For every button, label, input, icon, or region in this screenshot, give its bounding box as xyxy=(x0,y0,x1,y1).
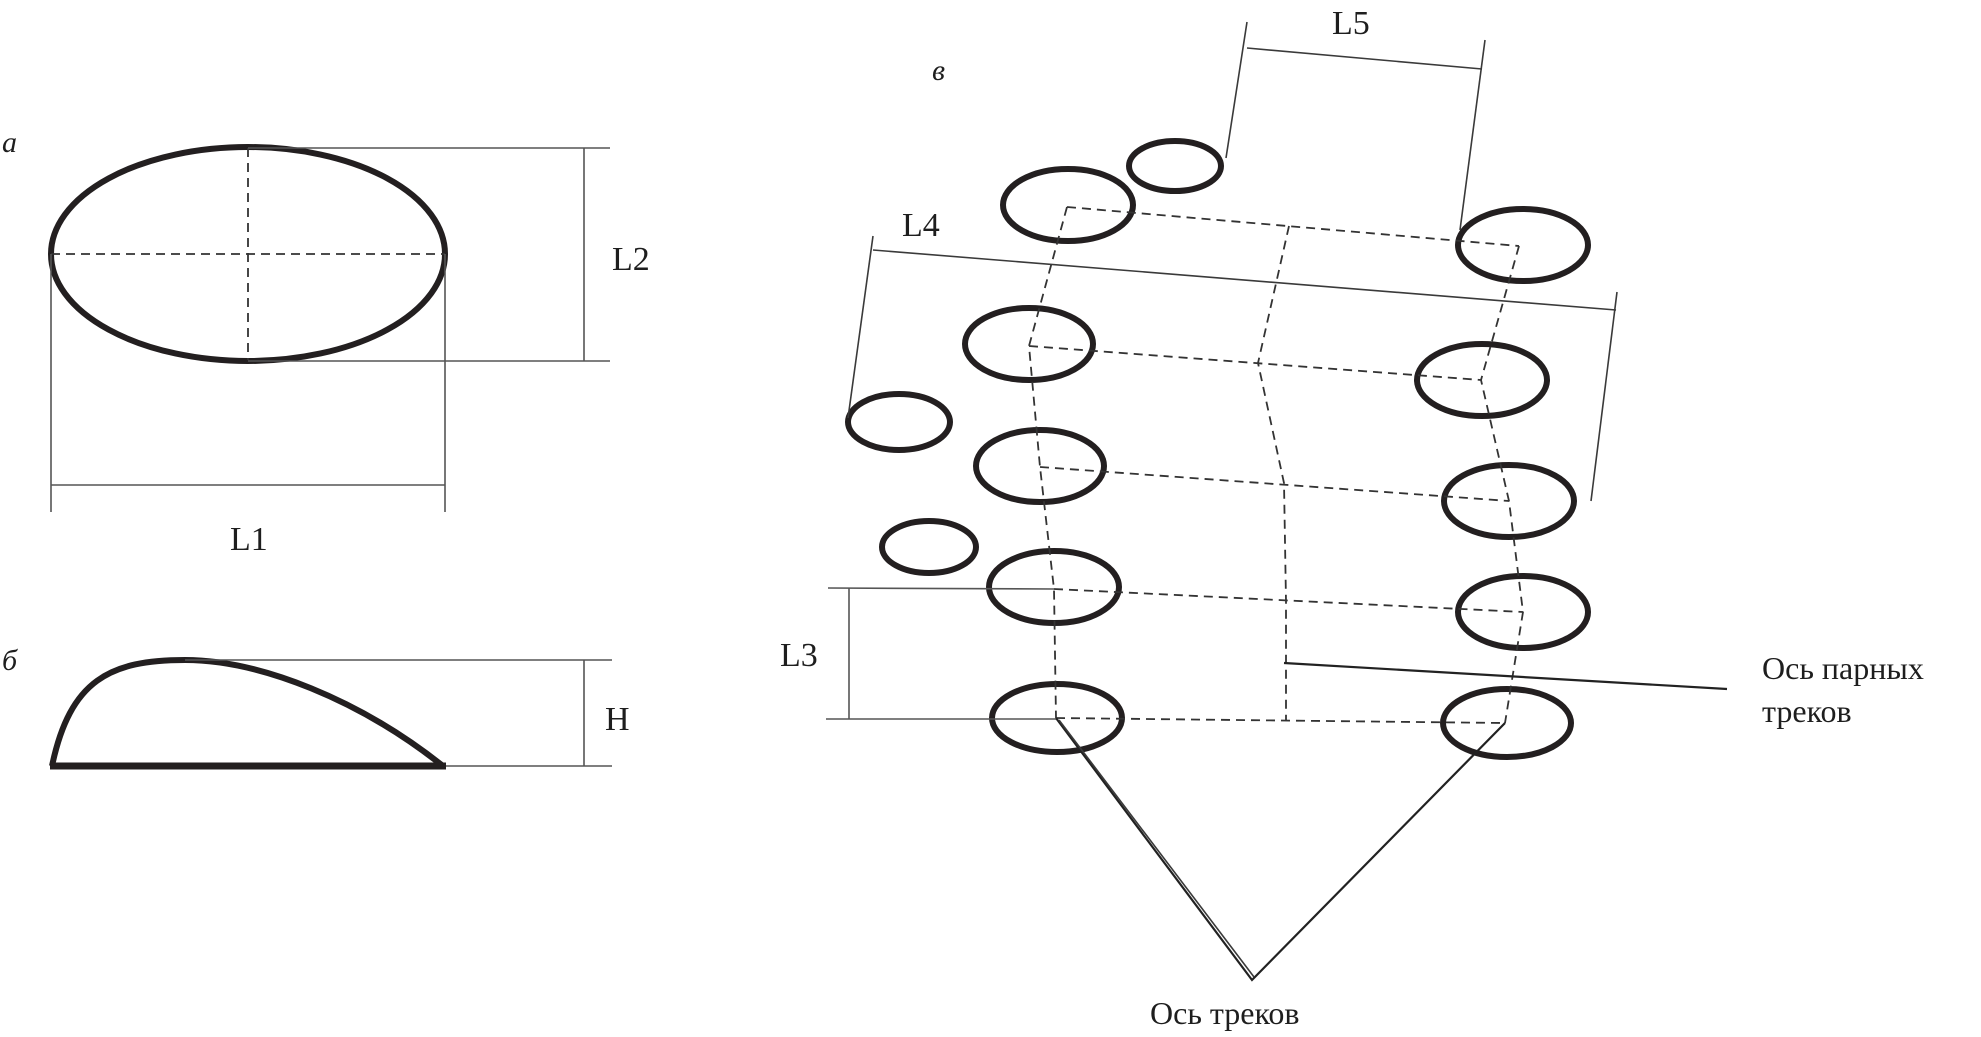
l5-extension-right xyxy=(1459,39,1486,231)
track-small-top xyxy=(1126,138,1224,194)
l5-dimension-line xyxy=(1246,47,1483,70)
track-small-mid xyxy=(845,391,953,453)
paired-axis-caption-line2: треков xyxy=(1762,693,1852,729)
l5-extension-left xyxy=(1225,21,1248,159)
l1-label: L1 xyxy=(230,521,268,558)
h-label: H xyxy=(605,701,630,738)
track-right-1 xyxy=(1455,206,1591,284)
l4-extension-right xyxy=(1590,291,1618,502)
pair-connector-2 xyxy=(1028,345,1482,381)
track-profile-curve xyxy=(49,656,445,769)
track-small-low xyxy=(879,518,979,576)
l3-label: L3 xyxy=(780,637,818,674)
pair-connector-3 xyxy=(1039,466,1510,502)
l5-label: L5 xyxy=(1332,5,1370,42)
pair-connector-1 xyxy=(1066,206,1520,247)
paired-track-axis xyxy=(1257,225,1290,721)
panel-a: а L2 L1 xyxy=(2,126,650,558)
paired-axis-leader xyxy=(1283,661,1728,691)
track-left-3 xyxy=(973,427,1107,505)
paired-axis-caption-line1: Ось парных xyxy=(1762,650,1924,686)
l3-extension-top xyxy=(827,587,1055,590)
l4-dimension-line xyxy=(872,249,1617,311)
track-axis-caption: Ось треков xyxy=(1150,995,1300,1031)
panel-a-label: а xyxy=(2,126,17,159)
track-right-5 xyxy=(1440,686,1574,760)
l4-extension-left xyxy=(847,235,874,419)
panel-v: в L5 L4 xyxy=(780,5,1924,1031)
panel-b: б H xyxy=(2,644,630,770)
track-right-2 xyxy=(1414,341,1550,419)
track-axis-leader xyxy=(1055,717,1506,982)
track-axis-leader-double xyxy=(1058,719,1255,978)
l2-label: L2 xyxy=(612,241,650,278)
panel-v-label: в xyxy=(932,54,945,87)
track-left-1 xyxy=(1000,166,1136,244)
track-left-2 xyxy=(962,305,1096,383)
right-track-axis xyxy=(1480,245,1524,724)
panel-b-label: б xyxy=(2,644,18,677)
track-right-3 xyxy=(1441,462,1577,540)
track-right-4 xyxy=(1455,573,1591,651)
l4-label: L4 xyxy=(902,207,940,244)
pair-connector-4 xyxy=(1053,588,1524,613)
left-track-axis xyxy=(1028,206,1068,719)
